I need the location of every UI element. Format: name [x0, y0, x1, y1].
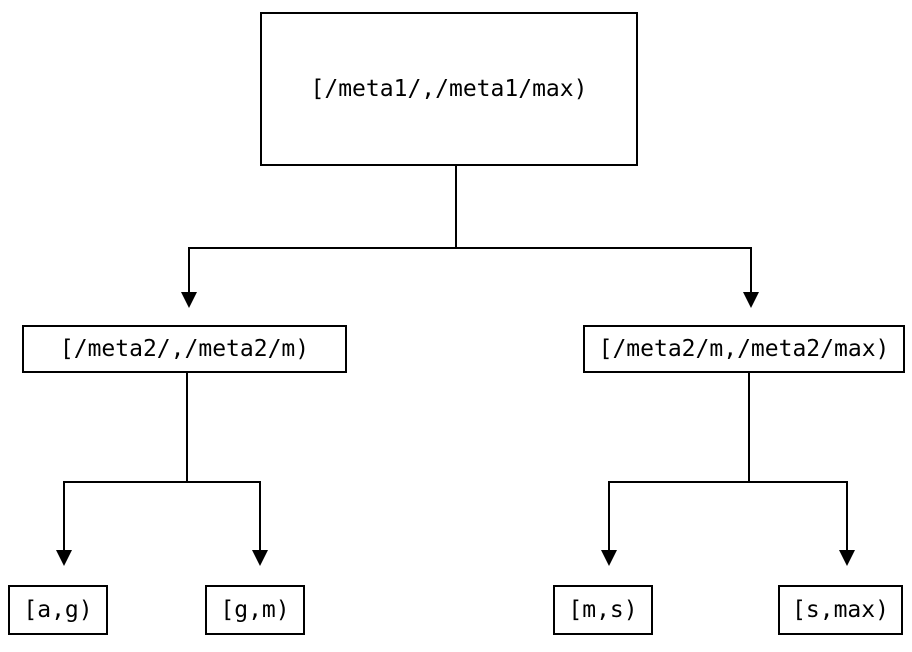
arrowhead-down-icon: [252, 550, 268, 566]
edge-to-leaf-a-g-drop-line: [63, 481, 65, 551]
arrowhead-down-icon: [743, 292, 759, 308]
arrowhead-down-icon: [601, 550, 617, 566]
edge-root-to-right-drop-line: [750, 247, 752, 293]
edge-right-child-branch-bar-line: [608, 481, 848, 483]
node-leaf-m-s: [m,s): [553, 585, 653, 635]
node-left-meta2-interval: [/meta2/,/meta2/m): [22, 325, 347, 373]
edge-to-leaf-s-max-drop-line: [846, 481, 848, 551]
node-root-interval: [/meta1/,/meta1/max): [260, 12, 638, 166]
node-leaf-a-g: [a,g): [8, 585, 108, 635]
edge-left-child-branch-bar-line: [63, 481, 261, 483]
arrowhead-down-icon: [181, 292, 197, 308]
edge-to-leaf-m-s-drop-line: [608, 481, 610, 551]
node-leaf-g-m: [g,m): [205, 585, 305, 635]
edge-left-child-stem-line: [186, 373, 188, 482]
edge-to-leaf-g-m-drop-line: [259, 481, 261, 551]
edge-root-to-left-drop-line: [188, 247, 190, 293]
node-right-meta2-interval: [/meta2/m,/meta2/max): [583, 325, 905, 373]
edge-right-child-stem-line: [748, 373, 750, 482]
edge-root-branch-bar-line: [188, 247, 752, 249]
node-leaf-s-max: [s,max): [778, 585, 903, 635]
arrowhead-down-icon: [839, 550, 855, 566]
edge-root-stem-line: [455, 166, 457, 248]
arrowhead-down-icon: [56, 550, 72, 566]
